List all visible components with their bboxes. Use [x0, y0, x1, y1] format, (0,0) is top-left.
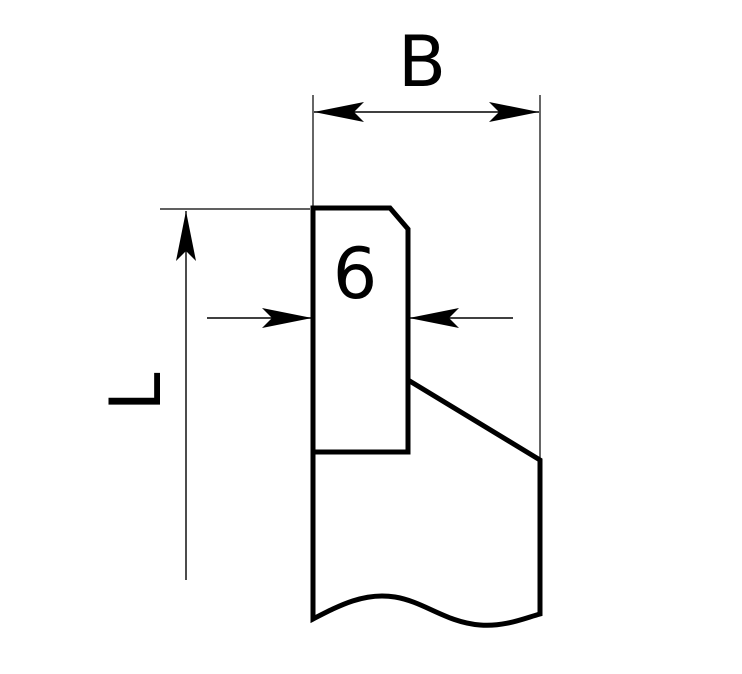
insert-outline — [310, 205, 411, 455]
dimension-label-b: B — [398, 21, 446, 103]
part-number-label: 6 — [333, 233, 378, 315]
dimension-label-l: L — [95, 373, 177, 412]
tool-body-outline — [310, 377, 543, 628]
